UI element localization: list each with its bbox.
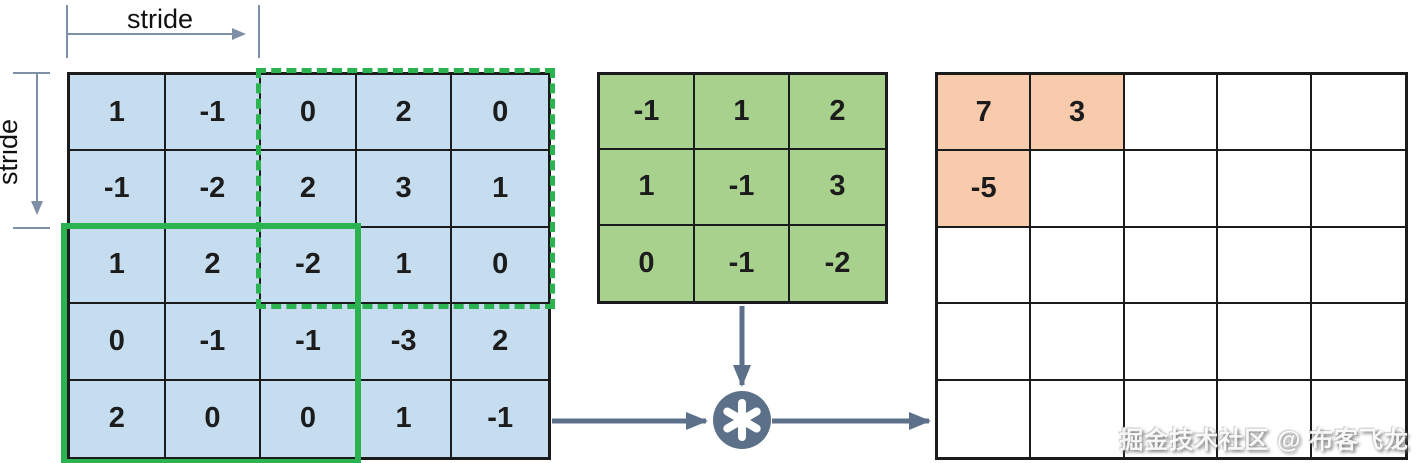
matrix-cell: -1	[165, 304, 262, 381]
matrix-cell: 3	[1031, 75, 1125, 152]
matrix-cell	[1311, 380, 1405, 457]
matrix-cell	[1311, 227, 1405, 305]
matrix-cell	[1218, 227, 1312, 305]
matrix-cell	[1031, 227, 1125, 305]
matrix-cell	[1218, 75, 1312, 152]
matrix-cell	[938, 304, 1032, 381]
operator-circle	[713, 391, 771, 449]
matrix-cell: 1	[70, 227, 166, 305]
matrix-cell: -1	[70, 151, 166, 228]
matrix-cell: 1	[600, 150, 695, 226]
matrix-cell: 0	[261, 380, 357, 457]
matrix-cell	[1218, 380, 1312, 457]
matrix-cell: 2	[790, 75, 885, 151]
asterisk-icon	[723, 399, 761, 441]
matrix-cell	[1218, 151, 1312, 228]
matrix-cell: -1	[695, 150, 790, 226]
stride-left-label: stride	[0, 119, 23, 185]
matrix-cell: 0	[452, 75, 548, 152]
matrix-cell	[1124, 380, 1219, 457]
matrix-cell	[938, 380, 1032, 457]
stride-marker-left: stride	[0, 72, 50, 229]
matrix-cell: 0	[70, 304, 166, 381]
matrix-cell	[1124, 151, 1219, 228]
matrix-cell	[938, 227, 1032, 305]
matrix-cell: -1	[695, 225, 790, 301]
matrix-cell: 2	[165, 227, 262, 305]
matrix-cell: 1	[695, 75, 790, 151]
matrix-cell: -3	[356, 304, 453, 381]
matrix-cell	[1031, 304, 1125, 381]
matrix-cell	[1031, 380, 1125, 457]
matrix-cell: -1	[452, 380, 548, 457]
matrix-cell: 3	[790, 150, 885, 226]
matrix-cell: -2	[790, 225, 885, 301]
matrix-cell	[1031, 151, 1125, 228]
matrix-cell: 0	[600, 225, 695, 301]
matrix-cell: 1	[356, 380, 453, 457]
matrix-cell: -1	[600, 75, 695, 151]
matrix-cell: -2	[165, 151, 262, 228]
matrix-cell: 2	[356, 75, 453, 152]
matrix-cell	[1311, 75, 1405, 152]
matrix-cell	[1218, 304, 1312, 381]
matrix-cell	[1311, 304, 1405, 381]
matrix-cell: 1	[452, 151, 548, 228]
matrix-cell: 0	[165, 380, 262, 457]
matrix-cell: 3	[356, 151, 453, 228]
matrix-cell	[1124, 304, 1219, 381]
matrix-cell: 7	[938, 75, 1032, 152]
matrix-cell: 0	[452, 227, 548, 305]
matrix-cell	[1124, 75, 1219, 152]
matrix-cell: 1	[70, 75, 166, 152]
matrix-cell: 1	[356, 227, 453, 305]
stride-top-label: stride	[127, 4, 193, 34]
matrix-cell: 0	[261, 75, 357, 152]
matrix-cell: -1	[165, 75, 262, 152]
matrix-cell: 2	[70, 380, 166, 457]
matrix-cell: 2	[261, 151, 357, 228]
stride-marker-top: stride	[66, 4, 260, 58]
matrix-cell: -5	[938, 151, 1032, 228]
matrix-cell	[1311, 151, 1405, 228]
matrix-cell: -1	[261, 304, 357, 381]
convolution-operator	[713, 391, 771, 449]
matrix-cell	[1124, 227, 1219, 305]
matrix-cell: 2	[452, 304, 548, 381]
matrix-cell: -2	[261, 227, 357, 305]
